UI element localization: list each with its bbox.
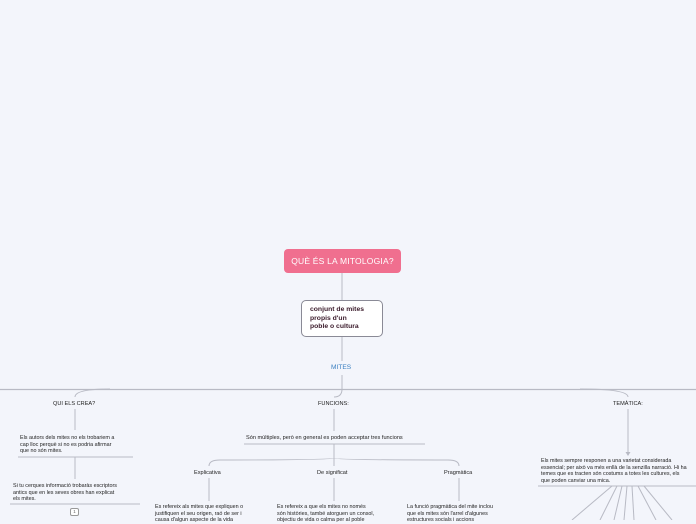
root-label: QUÈ ÉS LA MITOLOGIA?	[291, 256, 394, 266]
funcions-topic[interactable]: FUNCIONS:	[318, 401, 349, 407]
qui-text-1-line-3: que no són mites.	[20, 448, 63, 455]
pragmatica-label: Pragmàtica	[444, 470, 473, 476]
explicativa-line-1: Es refereix als mites que expliquen o	[155, 504, 244, 510]
qui-els-crea-label: QUI ELS CREA?	[53, 401, 96, 407]
de-significat-line-1: Es refereix a que els mites no només	[277, 504, 366, 510]
tematica-line-2: essencial; per això va més enllà de la s…	[541, 464, 687, 471]
funcions-intro-text: Són múltiples, però en general es poden …	[246, 435, 403, 441]
tematica-topic[interactable]: TEMÀTICA:	[613, 401, 643, 407]
explicativa-line-3: causa d'algun aspecte de la vida	[155, 517, 234, 524]
qui-text-2-line-3: els mites.	[13, 496, 36, 503]
explicativa-line-2: justifiquen el seu origen, raó de ser i	[155, 510, 242, 517]
de-significat-line-2: són històries, també atorguen un consol,	[277, 510, 375, 517]
qui-text-1-line-1: Els autors dels mites no els trobariem a	[20, 435, 115, 441]
explicativa-text[interactable]: Es refereix als mites que expliquen o ju…	[155, 504, 265, 524]
qui-text-2-line-2: antics que en les seves obres han explic…	[13, 489, 115, 496]
qui-text-1[interactable]: Els autors dels mites no els trobariem a…	[20, 435, 140, 455]
pragmatica-line-1: La funció pragmàtica del mite inclou	[407, 504, 493, 510]
pragmatica-line-3: estructures socials i accions	[407, 517, 475, 524]
pragmatica-topic[interactable]: Pragmàtica	[444, 470, 472, 476]
tematica-line-4: que poden canviar una mica.	[541, 477, 611, 484]
de-significat-topic[interactable]: De significat	[317, 470, 347, 476]
definition-box[interactable]: conjunt de mites propis d'un poble o cul…	[301, 300, 383, 337]
definition-line-1: conjunt de mites	[310, 306, 365, 313]
definition-line-3: poble o cultura	[310, 323, 359, 330]
de-significat-text[interactable]: Es refereix a que els mites no només són…	[277, 504, 397, 524]
qui-els-crea-topic[interactable]: QUI ELS CREA?	[53, 401, 95, 407]
tematica-line-1: Els mites sempre responen a una varietat…	[541, 458, 672, 464]
de-significat-label: De significat	[317, 470, 348, 476]
explicativa-topic[interactable]: Explicativa	[194, 470, 221, 476]
mites-label: MITES	[331, 364, 352, 371]
qui-text-2-line-1: Si tu cerques informació trobaràs escrip…	[13, 483, 117, 489]
root-topic[interactable]: QUÈ ÉS LA MITOLOGIA?	[284, 249, 401, 273]
mites-topic[interactable]: MITES	[331, 364, 351, 371]
pragmatica-text[interactable]: La funció pragmàtica del mite inclou que…	[407, 504, 517, 524]
tematica-line-3: temes que es tracten són costums a totes…	[541, 471, 680, 478]
collapse-toggle-button[interactable]: 1	[70, 508, 79, 516]
de-significat-line-3: objectiu de vida o calma per al poble	[277, 517, 365, 524]
qui-text-2[interactable]: Si tu cerques informació trobaràs escrip…	[13, 483, 143, 503]
tematica-text[interactable]: Els mites sempre responen a una varietat…	[541, 458, 696, 484]
pragmatica-line-2: que els mites són l'arrel d'algunes	[407, 510, 488, 517]
definition-line-2: propis d'un	[310, 314, 347, 322]
tematica-label: TEMÀTICA:	[613, 401, 643, 407]
funcions-label: FUNCIONS:	[318, 401, 349, 407]
qui-text-1-line-2: cap lloc perquè si no es podria afirmar	[20, 441, 112, 448]
funcions-intro[interactable]: Són múltiples, però en general es poden …	[246, 435, 436, 441]
explicativa-label: Explicativa	[194, 470, 221, 476]
collapse-count: 1	[73, 509, 76, 514]
